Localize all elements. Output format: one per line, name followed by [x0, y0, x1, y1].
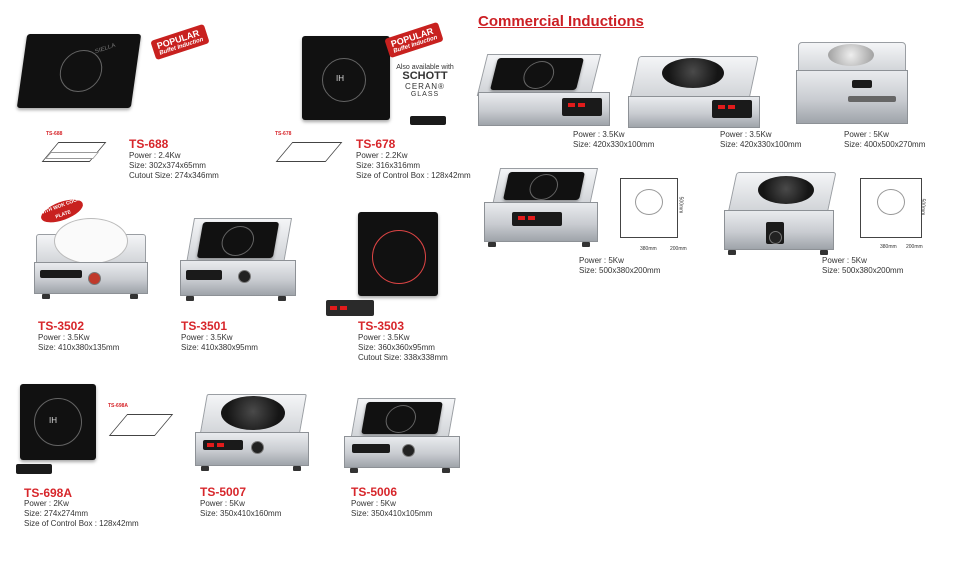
commercial-5-dimension-sketch — [860, 178, 922, 238]
ts5006-image — [342, 394, 460, 478]
commercial-4-dim-height: 200mm — [670, 246, 687, 252]
ts678-code: TS-678 — [356, 137, 396, 151]
commercial-5-dim-depth: 500mm — [919, 198, 926, 216]
ts3502-code: TS-3502 — [38, 319, 85, 333]
commercial-3-image — [792, 40, 912, 130]
ts5007-image — [193, 388, 311, 476]
ts698a-cooktop-image: IH — [20, 384, 96, 460]
ts678-cooktop-image: IH — [302, 36, 390, 120]
ts688-cooktop-image: SIELLA — [16, 34, 142, 108]
commercial-1-image — [476, 48, 610, 130]
commercial-5-dim-height: 200mm — [906, 244, 923, 250]
ts5006-code: TS-5006 — [351, 485, 398, 499]
ts698a-sketch-label: TS-698A — [108, 403, 129, 409]
ts3501-code: TS-3501 — [181, 319, 228, 333]
popular-badge-2: POPULAR Buffet Induction — [384, 21, 444, 59]
commercial-4-dim-width: 380mm — [640, 246, 657, 252]
commercial-4-dim-depth: 500mm — [677, 196, 684, 214]
ts688-code: TS-688 — [129, 137, 169, 151]
ts3503-code: TS-3503 — [358, 319, 405, 333]
ts3501-image — [178, 214, 296, 306]
commercial-5-image — [720, 168, 840, 260]
ts678-sketch-label: TS-678 — [275, 131, 292, 137]
ts3502-image: WITH WOK COOK PLATE — [30, 195, 150, 302]
commercial-4-image — [482, 164, 600, 256]
section-title: Commercial Inductions — [478, 13, 644, 30]
ts688-sketch-label: TS-688 — [46, 131, 63, 137]
ts5007-code: TS-5007 — [200, 485, 247, 499]
ts678-dimension-sketch — [275, 142, 343, 162]
ts698a-dimension-sketch — [108, 414, 174, 436]
commercial-2-image — [626, 52, 762, 132]
ts698a-code: TS-698A — [24, 486, 73, 500]
commercial-5-dim-width: 380mm — [880, 244, 897, 250]
ts698a-control-box — [16, 464, 52, 474]
ts3503-control-box — [326, 300, 374, 316]
ts678-control-box — [410, 116, 446, 125]
commercial-4-dimension-sketch — [620, 178, 678, 238]
ts3503-cooktop-image — [358, 212, 438, 296]
popular-badge: POPULAR Buffet Induction — [150, 23, 210, 61]
schott-ceran-note: Also available with SCHOTT CERAN® GLASS — [396, 64, 454, 98]
